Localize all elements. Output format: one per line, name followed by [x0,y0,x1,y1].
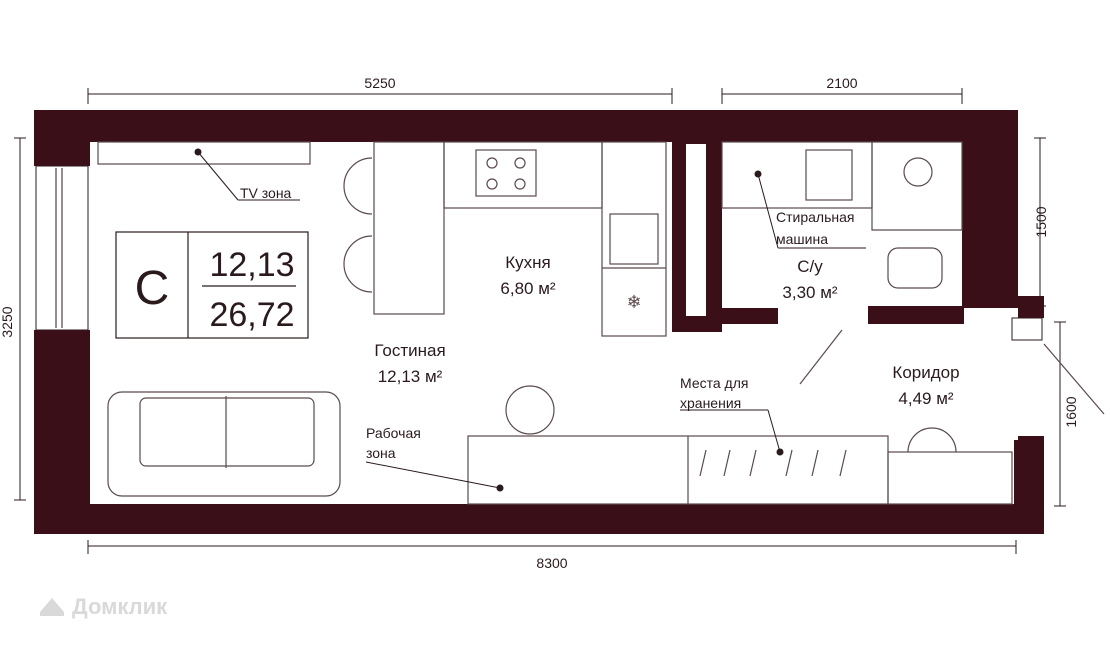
shower [871,141,963,231]
pouf [907,427,957,453]
apartment-type: C [135,262,170,315]
dimension-right-top: 1500 [1033,206,1049,237]
washbasin [805,149,853,201]
living-room-name: Гостиная [374,341,445,360]
hangers [699,449,847,477]
leaders [197,151,866,489]
bar-stool [343,157,373,215]
storage-label-line1: Места для [680,375,748,391]
work-zone-label-line1: Рабочая [366,425,421,441]
sink [609,213,659,265]
kitchen-column [601,141,667,337]
house-icon [40,598,64,616]
walls [34,110,1044,534]
living-area-value: 12,13 [209,246,294,284]
dimension-right-bottom: 1600 [1063,396,1079,427]
bar-counter [373,141,445,315]
kitchen-area: 6,80 м² [500,279,555,298]
office-chair [505,385,555,435]
tv-stand [97,141,311,165]
entrance-frame [1011,317,1043,341]
entrance-door [1043,343,1105,415]
shower-head [903,157,933,187]
door-leaf [799,329,843,385]
dimension-bottom: 8300 [536,555,567,571]
dimension-top-left: 5250 [364,75,395,91]
desk-and-storage [467,435,889,505]
furniture: ❄ [97,141,1105,505]
bath-counter [721,141,873,209]
bar-stool [343,235,373,293]
corridor-area: 4,49 м² [898,389,953,408]
bathroom-area: 3,30 м² [782,283,837,302]
bathroom-name: С/у [797,257,823,276]
area-badge: C 12,13 26,72 [115,231,309,339]
kitchen-name: Кухня [505,253,551,272]
tv-zone-label: TV зона [240,185,292,201]
dimension-left: 3250 [0,306,15,337]
dimension-lines [14,88,1066,554]
dimension-top-right: 2100 [826,75,857,91]
sofa [107,391,341,497]
storage-label-line2: хранения [680,395,741,411]
watermark: Домклик [40,594,168,619]
living-room-area: 12,13 м² [378,367,443,386]
leader-dot [194,148,202,156]
wall-opening [686,144,706,316]
toilet [887,247,943,289]
work-zone-label-line2: зона [366,445,396,461]
cooktop [475,149,537,197]
kitchen-counter [443,141,603,209]
total-area-value: 26,72 [209,296,294,334]
washer-label-line2: машина [776,231,828,247]
corridor-name: Коридор [892,363,959,382]
shoe-rack [887,451,1013,505]
fridge-icon: ❄ [626,292,641,312]
watermark-text: Домклик [72,594,168,619]
washer-label-line1: Стиральная [776,209,854,225]
